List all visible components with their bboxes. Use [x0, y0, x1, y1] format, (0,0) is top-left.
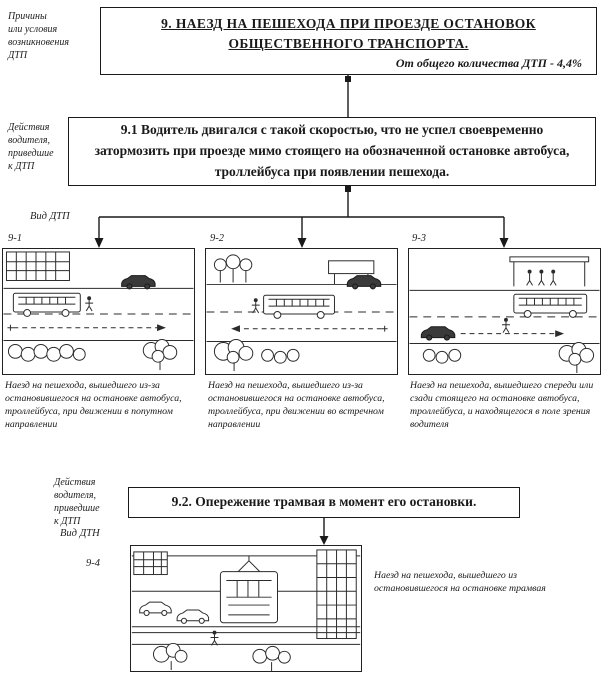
car-figure [139, 601, 172, 616]
scene-illustration-9-2 [206, 254, 397, 372]
panel-id-9-4: 9-4 [86, 558, 100, 569]
scene-panel-9-2 [205, 248, 398, 375]
car-figure [420, 326, 456, 341]
driver-actions-label-1: Действия водителя, приведшие к ДТП [8, 122, 54, 172]
accident-share-note: От общего количества ДТП - 4,4% [395, 55, 582, 70]
pedestrian-figure [85, 296, 94, 312]
panel-id-9-2: 9-2 [210, 233, 224, 244]
panel-id-9-1: 9-1 [8, 233, 22, 244]
cause-box-9-1: 9.1 Водитель двигался с такой скоростью,… [68, 117, 596, 186]
bus-figure [513, 293, 588, 318]
car-figure [176, 609, 210, 624]
arrow-down-icon [499, 238, 509, 248]
scene-illustration-9-3 [409, 256, 600, 374]
pedestrian-figure [251, 298, 260, 314]
accident-type-label-1: Вид ДТП [30, 211, 70, 222]
arrow-down-icon [319, 536, 329, 545]
page-title: 9. НАЕЗД НА ПЕШЕХОДА ПРИ ПРОЕЗДЕ ОСТАНОВ… [161, 16, 536, 52]
connector-node [345, 186, 351, 192]
scene-illustration-9-1 [3, 251, 194, 371]
scene-panel-9-3 [408, 248, 601, 375]
panel-caption-9-3: Наезд на пешехода, вышедшего спереди или… [410, 380, 594, 430]
scene-panel-9-1 [2, 248, 195, 375]
panel-caption-9-2: Наезд на пешехода, вышедшего из-за остан… [208, 380, 385, 430]
pedestrian-figure [502, 317, 510, 333]
cause-box-9-2: 9.2. Опережение трамвая в момент его ост… [128, 487, 520, 518]
panel-id-9-3: 9-3 [412, 233, 426, 244]
bus-figure [263, 294, 335, 319]
panel-caption-9-1: Наезд на пешехода, вышедшего из-за остан… [5, 380, 182, 430]
tram-figure [219, 555, 278, 624]
pedestrian-figure [210, 630, 219, 646]
car-figure [346, 275, 382, 290]
header-box: 9. НАЕЗД НА ПЕШЕХОДА ПРИ ПРОЕЗДЕ ОСТАНОВ… [100, 7, 597, 75]
panel-caption-9-4: Наезд на пешехода, вышедшего из останови… [374, 570, 546, 594]
waiting-passengers [526, 269, 557, 286]
arrow-down-icon [297, 238, 307, 248]
causes-side-label: Причины или условия возникновения ДТП [8, 11, 69, 61]
car-figure [121, 275, 156, 290]
driver-actions-label-2: Действия водителя, приведшие к ДТП [54, 477, 100, 527]
scene-illustration-9-4 [131, 549, 361, 671]
arrow-down-icon [94, 238, 104, 248]
scene-panel-9-4 [130, 545, 362, 672]
accident-type-label-2: Вид ДТН [60, 528, 100, 539]
connector-node [345, 76, 351, 82]
